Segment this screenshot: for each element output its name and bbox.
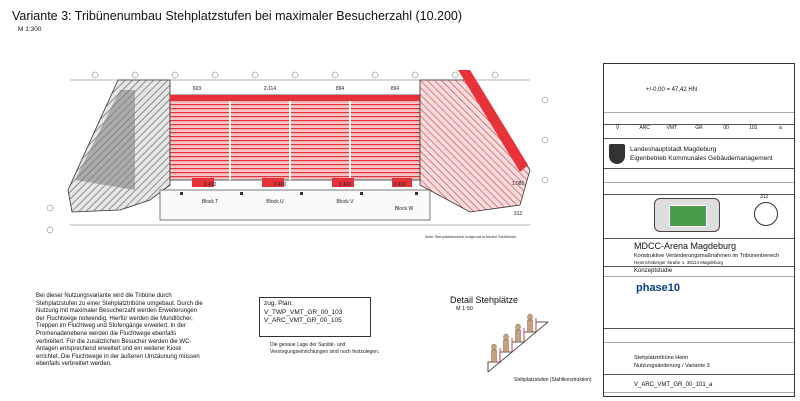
- north-value: 312: [760, 194, 769, 200]
- coat-of-arms: [609, 144, 625, 164]
- project-subtitle: Konstruktive Veränderungsmaßnahmen im Tr…: [634, 253, 780, 259]
- client-name: Landeshauptstadt Magdeburg: [630, 146, 717, 153]
- width-1: 2.400: [204, 182, 217, 188]
- detail-railings: [499, 318, 537, 362]
- detail-figures: [491, 313, 533, 363]
- code-row: V ARC VMT GR 00 101 a: [604, 125, 794, 135]
- stadium-plan-icon: [654, 198, 720, 232]
- width-3: 2.400: [339, 182, 352, 188]
- dim-1: 603: [193, 86, 202, 92]
- phase-label: Konzeptstudie: [634, 268, 673, 274]
- code-4: GR: [695, 125, 703, 131]
- dim-5: 1.085: [512, 181, 525, 187]
- dim-6: 312: [514, 211, 523, 217]
- project-address: Heinrichsberger Straße 1, 39114 Magdebur…: [634, 260, 723, 265]
- detail-scale: M 1:50: [456, 306, 473, 312]
- dim-3: 894: [336, 86, 345, 92]
- width-2: 2.400: [274, 182, 287, 188]
- page-title: Variante 3: Tribünenumbau Stehplatzstufe…: [12, 9, 463, 23]
- concourse-pillars: [180, 192, 418, 195]
- reference-item-2: V_ARC_VMT_GR_00_105: [264, 317, 342, 324]
- plan-number: V_ARC_VMT_GR_00_101_a: [634, 382, 713, 388]
- stand-aisles: [229, 95, 351, 180]
- architect-logo: phase10: [636, 282, 680, 294]
- plan-title-1: Stehplatztribüne Heim: [634, 355, 689, 361]
- client-department: Eigenbetrieb Kommunales Gebäudemanagemen…: [630, 155, 773, 162]
- dim-2: 2.114: [264, 86, 276, 92]
- detail-title: Detail Stehplätze: [450, 295, 519, 305]
- floor-plan-drawing: 603 2.114 894 894 1.085 312 Block T Bloc…: [46, 70, 549, 373]
- block-u: Block U: [266, 199, 284, 205]
- block-w: Block W: [395, 206, 414, 212]
- reference-box: zug. Plan: V_TWP_VMT_GR_00_103 V_ARC_VMT…: [259, 297, 371, 337]
- code-3: VMT: [666, 125, 678, 131]
- scale-label: M 1:300: [18, 26, 42, 33]
- north-arrow-icon: [754, 202, 778, 226]
- upper-red-strip: [170, 95, 420, 101]
- description-text: Bei dieser Nutzungsvariante wird die Tri…: [36, 293, 203, 368]
- code-2: ARC: [639, 125, 650, 131]
- detail-label: Stehplatzstufen (Stahlkonstruktion): [514, 377, 592, 383]
- block-t: Block T: [202, 199, 219, 205]
- left-wing-dark: [75, 90, 135, 190]
- sightline-note: linke Stehplatzbereich aufgrund erforder…: [425, 234, 516, 239]
- level-reference: +/-0,00 = 47,42 HN: [646, 87, 698, 93]
- plan-title-2: Nutzungsänderung / Variante 3: [634, 363, 710, 369]
- width-4: 2.400: [394, 182, 407, 188]
- reference-item-1: V_TWP_VMT_GR_00_103: [264, 308, 343, 316]
- code-1: V: [615, 125, 620, 131]
- block-v: Block V: [337, 199, 355, 205]
- code-5: 00: [723, 125, 729, 131]
- footnote: Die genaue Lage der Sanitär- und Versorg…: [270, 342, 380, 355]
- code-6: 101: [749, 125, 758, 131]
- central-stand: [169, 94, 421, 181]
- project-title: MDCC-Arena Magdeburg: [634, 241, 737, 251]
- architect-logo-a: phase: [636, 282, 668, 294]
- code-7: a: [779, 125, 782, 131]
- right-wing-edge: [458, 70, 528, 172]
- reference-label: zug. Plan:: [264, 300, 293, 307]
- concourse: [159, 189, 431, 221]
- stand-vomitories: [192, 178, 412, 187]
- architect-logo-b: 10: [667, 282, 681, 294]
- dim-4: 894: [391, 86, 400, 92]
- title-block: +/-0,00 = 47,42 HN V ARC VMT GR 00 101 a…: [603, 63, 795, 397]
